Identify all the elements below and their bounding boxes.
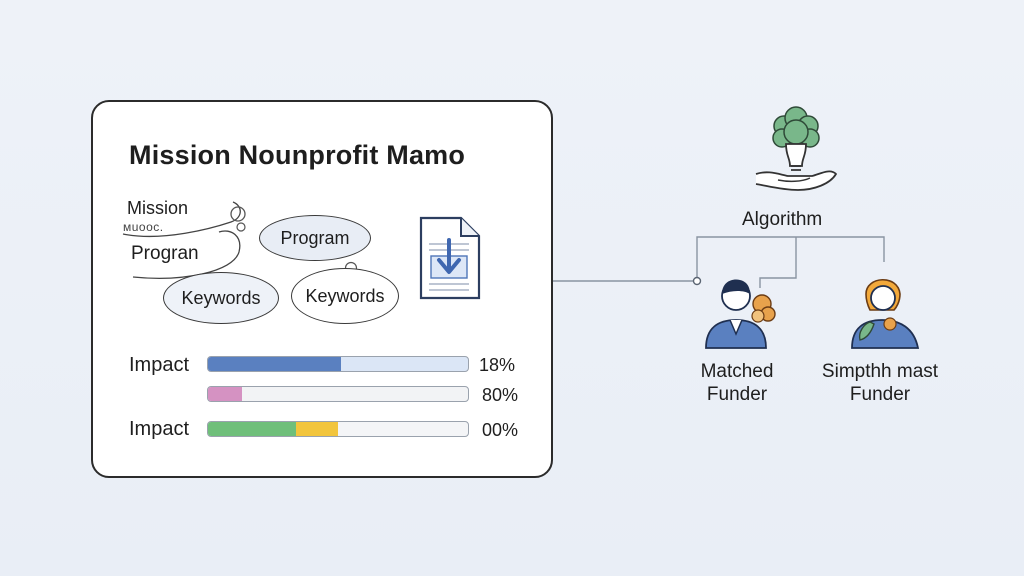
second-funder-line1: Simpthh mast [821, 361, 939, 382]
person-funder-icon [705, 279, 776, 349]
keywords-bubble-2: Keywords [291, 268, 399, 324]
card-title: Mission Nounprofit Mamo [129, 140, 466, 170]
impact-label-1: Impact [129, 354, 190, 376]
mission-label: Mission [127, 198, 189, 218]
program-bubble: Program [259, 215, 371, 261]
person-funder-alt-icon [851, 279, 920, 349]
nonprofit-memo-card: Mission Nounprofit Mamo Mission мuooc. P… [91, 100, 553, 478]
impact-bar-1 [207, 356, 469, 372]
impact-percent-1: 18% [479, 355, 516, 375]
program-bubble-label: Program [280, 227, 350, 248]
impact-bar-2 [207, 386, 469, 402]
matched-funder-label: Matched Funder [689, 360, 785, 406]
matched-funder-line2: Funder [706, 384, 768, 405]
impact-label-2: Impact [129, 418, 190, 440]
second-funder-line2: Funder [849, 384, 911, 405]
keywords-bubble-1: Keywords [163, 272, 279, 324]
impact-bar-3 [207, 421, 469, 437]
bar-fill-segment [208, 357, 341, 371]
document-download-icon [419, 216, 481, 300]
keywords-bubble-1-label: Keywords [181, 287, 261, 308]
impact-percent-2: 80% [482, 385, 519, 405]
keywords-bubble-2-label: Keywords [305, 285, 385, 306]
second-funder-label: Simpthh mast Funder [810, 360, 950, 406]
lightbulb-hand-icon [755, 106, 837, 191]
program-label: Progran [131, 243, 199, 264]
bar-fill-segment [208, 422, 297, 436]
mission-subtext: мuooc. [123, 220, 164, 234]
algorithm-label: Algorithm [742, 209, 823, 230]
bar-fill-segment [208, 387, 242, 401]
bar-fill-segment [296, 422, 338, 436]
impact-percent-3: 00% [482, 420, 519, 440]
matched-funder-line1: Matched [700, 361, 774, 382]
